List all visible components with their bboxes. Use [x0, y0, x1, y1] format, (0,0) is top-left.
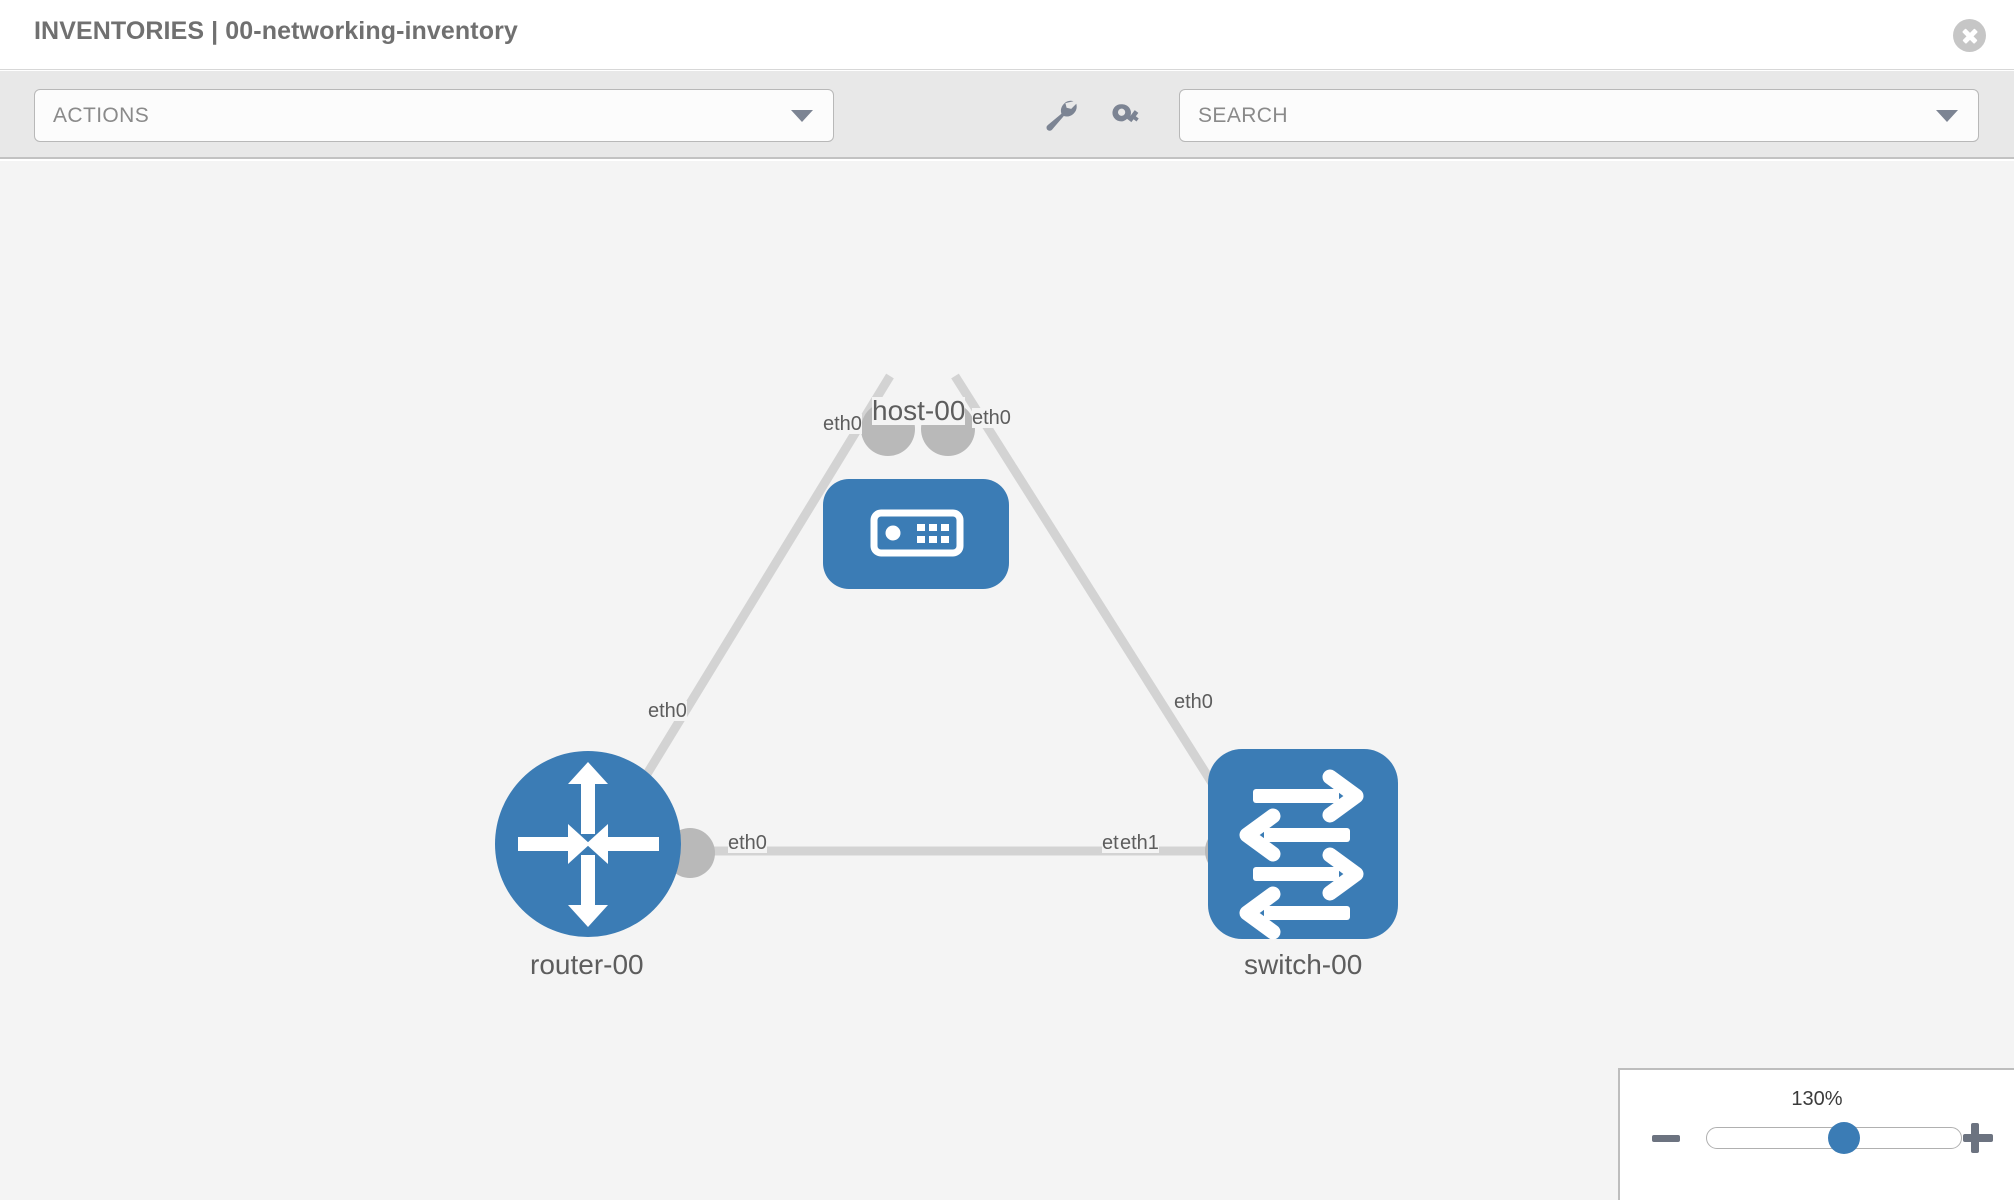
node-label-router-00: router-00: [530, 949, 644, 980]
topology-links: [596, 373, 1259, 856]
toolbar: ACTIONS SEARCH: [0, 71, 2014, 159]
swap-arrows-icon: [1239, 769, 1364, 940]
chevron-down-icon: [1936, 109, 1958, 122]
link-host-switch[interactable]: [951, 373, 1259, 854]
node-host-00[interactable]: [823, 479, 1009, 589]
node-label-host-00: host-00: [872, 395, 966, 426]
actions-dropdown-label: ACTIONS: [53, 103, 150, 127]
wrench-icon[interactable]: [1043, 99, 1083, 133]
zoom-out-button[interactable]: [1648, 1120, 1684, 1156]
key-icon[interactable]: [1110, 99, 1150, 133]
chevron-down-icon: [791, 109, 813, 122]
zoom-level-value: 130%: [1791, 1088, 1843, 1110]
topology-graph: [495, 373, 1398, 940]
page-header: INVENTORIES | 00-networking-inventory: [0, 0, 2014, 70]
node-router-00[interactable]: [495, 751, 681, 937]
node-switch-00[interactable]: [1208, 749, 1398, 940]
four-arrows-icon: [518, 762, 659, 927]
server-device-icon: [870, 509, 964, 557]
zoom-control-panel: 130%: [1618, 1068, 2014, 1200]
zoom-slider-track[interactable]: [1706, 1122, 1962, 1154]
zoom-in-button[interactable]: [1960, 1120, 1996, 1156]
interface-label-switch-eth0-uplink: eth0: [1174, 691, 1213, 713]
topology-ports: [665, 402, 1262, 878]
link-host-router[interactable]: [596, 373, 894, 854]
interface-label-switch-eth1: eth1: [1120, 832, 1159, 854]
search-input[interactable]: SEARCH: [1179, 89, 1979, 142]
node-host-00-shape[interactable]: [823, 479, 1009, 589]
actions-dropdown[interactable]: ACTIONS: [34, 89, 834, 142]
zoom-slider-thumb[interactable]: [1828, 1122, 1861, 1154]
interface-label-host-eth0-left: eth0: [823, 413, 862, 435]
topology-canvas[interactable]: host-00 eth0 eth0 eth0 eth0 eth0 eth eth…: [0, 161, 2014, 1200]
interface-label-router-eth0: eth0: [728, 832, 767, 854]
interface-label-host-eth0-right: eth0: [972, 407, 1011, 429]
interface-label-router-eth0-uplink: eth0: [648, 700, 687, 722]
close-icon[interactable]: [1953, 19, 1986, 52]
search-placeholder: SEARCH: [1198, 103, 1288, 127]
node-label-switch-00: switch-00: [1244, 949, 1363, 980]
page-title: INVENTORIES | 00-networking-inventory: [34, 17, 518, 45]
